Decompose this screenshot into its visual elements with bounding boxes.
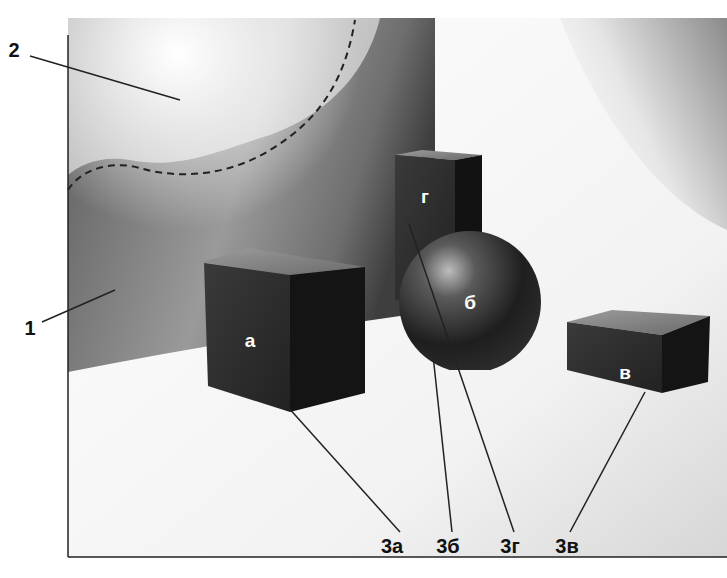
object-label-box: г <box>415 182 435 211</box>
callout-number: 3б <box>436 536 459 556</box>
callout-number: 3г <box>500 536 519 556</box>
callout-number: 2 <box>8 40 19 60</box>
object-letter: в <box>619 363 631 382</box>
callout-number: 3а <box>381 536 403 556</box>
object-letter: г <box>421 187 429 206</box>
callout-number: 3в <box>555 536 578 556</box>
object-letter: б <box>464 293 476 312</box>
object-label-box: а <box>239 326 262 355</box>
object-label-box: в <box>613 358 637 387</box>
object-letter: а <box>245 331 256 350</box>
callout-number: 1 <box>24 318 35 338</box>
object-label-box: б <box>458 288 482 317</box>
